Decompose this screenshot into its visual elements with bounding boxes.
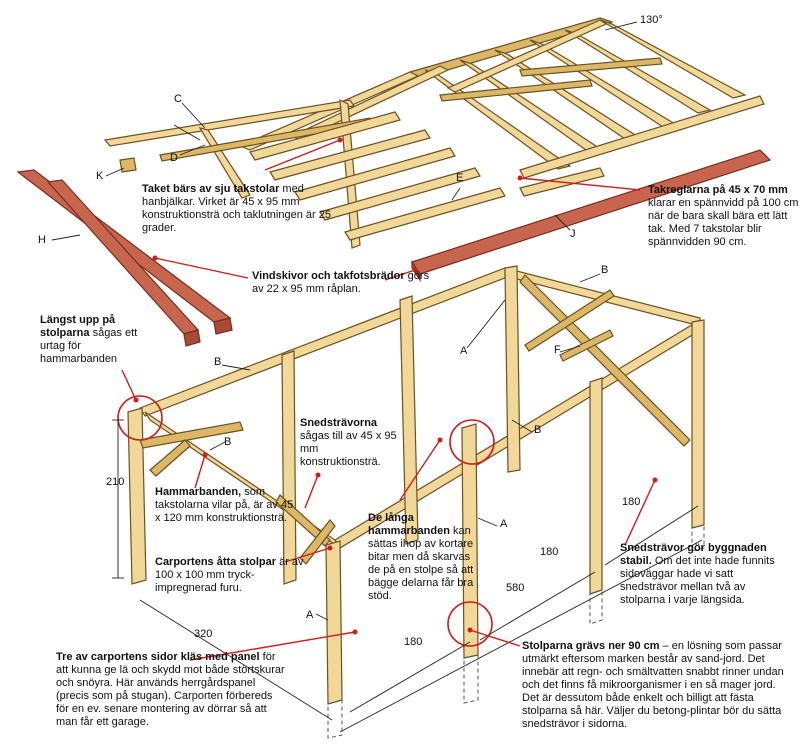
caption-takstolar: Taket bärs av sju takstolar med hanbjälk…	[142, 183, 331, 234]
dim-width: 320	[194, 628, 213, 640]
dim-span-1: 180	[404, 636, 423, 648]
caption-takreglar: Takreglarna på 45 x 70 mm klarar en spän…	[648, 184, 799, 248]
label-a-back-post: A	[460, 345, 468, 357]
label-d: D	[170, 152, 178, 164]
label-a-front-post: A	[306, 609, 314, 621]
caption-stolparna-gravs: Stolparna grävs ner 90 cm – en lösning s…	[522, 640, 784, 730]
caption-stolpar: Carportens åtta stolpar är av 100 x 100 …	[155, 556, 304, 594]
dim-span-3: 180	[622, 496, 641, 508]
roof-assembly	[103, 17, 765, 249]
barge-boards	[16, 169, 233, 347]
label-a-center-post: A	[500, 518, 508, 530]
caption-hammarbanden: Hammarbanden, som takstolarna vilar på, …	[155, 486, 294, 524]
label-c: C	[174, 93, 182, 105]
angle-label: 130°	[640, 14, 663, 26]
detail-ring-ground	[447, 601, 493, 647]
detail-ring-post-top	[117, 395, 163, 441]
leader-lines	[121, 137, 658, 661]
caption-snedstravor-stabil: Snedsträvor gör byggnaden stabil. Om det…	[620, 542, 775, 606]
caption-vindskivor: Vindskivor och takfotsbrädor görs av 22 …	[252, 270, 430, 295]
label-b-far-end: B	[601, 264, 609, 276]
label-h: H	[38, 234, 46, 246]
label-j: J	[570, 228, 576, 240]
label-e: E	[456, 172, 464, 184]
letter-pointers	[51, 21, 638, 621]
label-b-front: B	[534, 424, 542, 436]
label-k: K	[96, 170, 104, 182]
caption-langst-upp: Längst upp på stolparna sågas ett urtag …	[40, 314, 138, 365]
detail-ring-beam-joint	[449, 419, 495, 465]
dimension-lines	[112, 419, 703, 733]
dim-span-2: 180	[540, 546, 559, 558]
caption-langa-hammarbanden: De långa hammarbanden kan sättas ihop av…	[368, 512, 474, 602]
caption-snedstravorna: Snedsträvorna sågas till av 45 x 95 mm k…	[300, 417, 397, 468]
dim-length: 580	[506, 582, 525, 594]
caption-sidor-panel: Tre av carportens sidor kläs med panel f…	[56, 651, 285, 728]
carport-frame	[127, 265, 705, 705]
label-f: F	[554, 344, 561, 356]
label-b-back: B	[214, 356, 222, 368]
label-b-left: B	[224, 436, 232, 448]
dim-height: 210	[106, 476, 125, 488]
buried-posts	[327, 524, 705, 739]
